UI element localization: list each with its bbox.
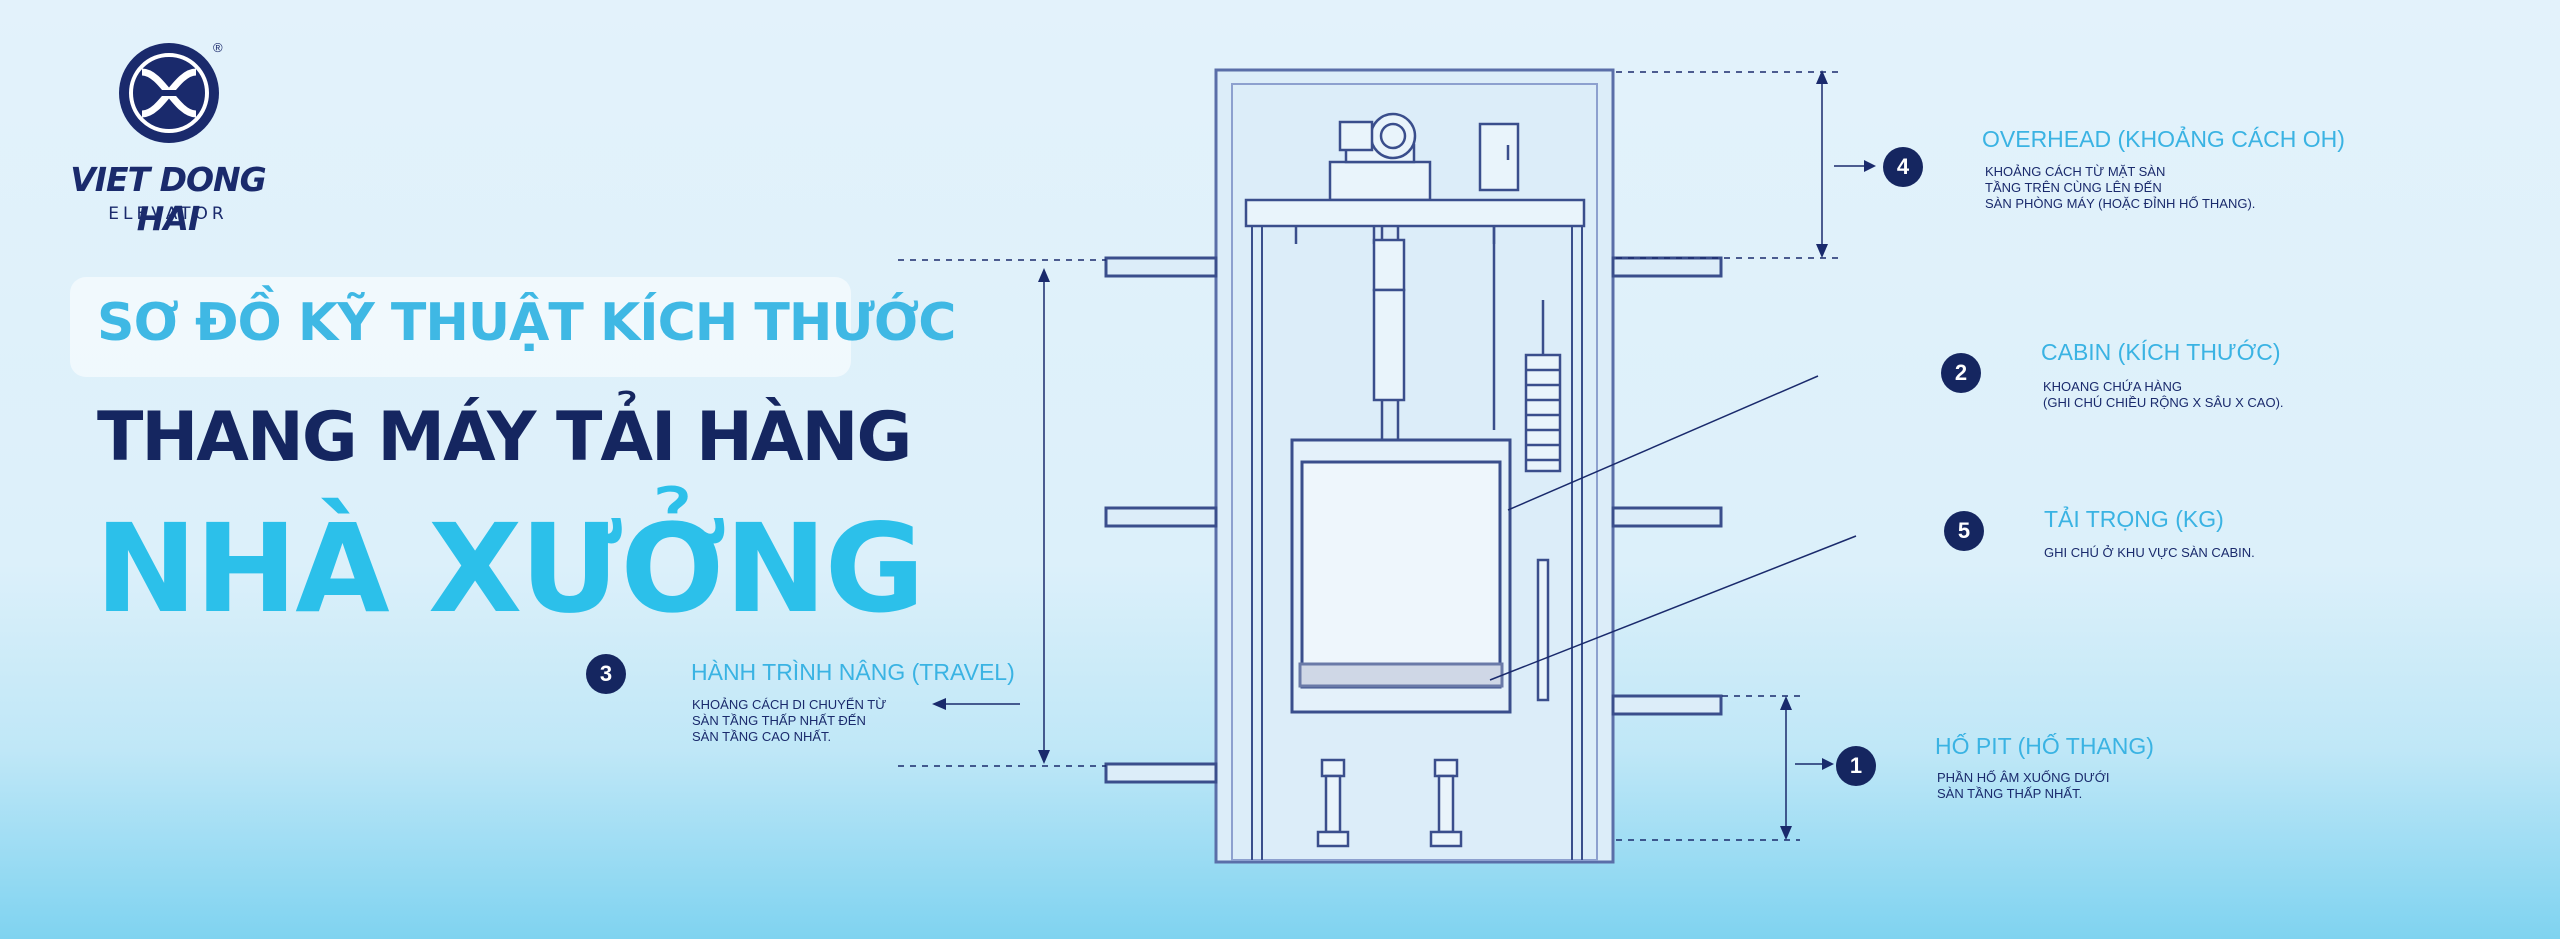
callout-title-travel: HÀNH TRÌNH NÂNG (TRAVEL): [691, 659, 1015, 685]
callout-badge-5: 5: [1944, 511, 1984, 551]
callout-title-cabin: CABIN (KÍCH THƯỚC): [2041, 339, 2281, 365]
registered-mark: ®: [213, 40, 223, 55]
callout-desc-load: GHI CHÚ Ở KHU VỰC SÀN CABIN.: [2044, 545, 2255, 560]
callout-desc-cabin: KHOANG CHỨA HÀNG(GHI CHÚ CHIỀU RỘNG X SÂ…: [2043, 379, 2284, 410]
hoist-ropes: [1372, 226, 1496, 440]
callout-badge-4: 4: [1883, 147, 1923, 187]
subtitle: SƠ ĐỒ KỸ THUẬT KÍCH THƯỚC: [97, 293, 956, 353]
counterweight: [1524, 300, 1562, 702]
brand-sub: ELEVATOR: [108, 204, 228, 224]
callout-badge-1: 1: [1836, 746, 1876, 786]
title-line-2: NHÀ XƯỞNG: [95, 498, 925, 640]
callout-badge-3: 3: [586, 654, 626, 694]
callout-title-pit: HỐ PIT (HỐ THANG): [1935, 733, 2154, 759]
callout-title-overhead: OVERHEAD (KHOẢNG CÁCH OH): [1982, 126, 2345, 152]
brand-logo-icon: [119, 43, 219, 143]
brand-name: VIET DONG HAI: [70, 160, 267, 238]
title-line-1: THANG MÁY TẢI HÀNG: [97, 398, 912, 477]
callout-badge-2: 2: [1941, 353, 1981, 393]
guide-rails: [1251, 226, 1583, 860]
callout-title-load: TẢI TRỌNG (KG): [2044, 506, 2224, 532]
cabin: [1290, 438, 1512, 714]
machine-room: [1244, 112, 1586, 244]
pit-buffers: [1316, 758, 1463, 848]
subtitle-pill: [70, 277, 851, 377]
